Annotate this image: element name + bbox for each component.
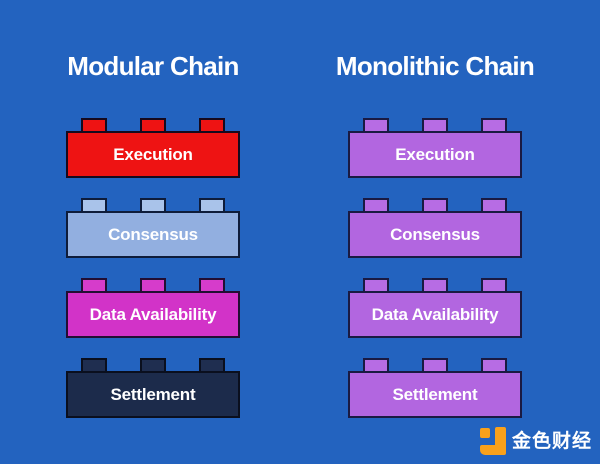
- stud: [140, 198, 166, 211]
- brick-body: Execution: [348, 131, 522, 178]
- brick-label: Data Availability: [89, 304, 217, 324]
- stud: [199, 118, 225, 131]
- stud: [422, 118, 448, 131]
- stud: [81, 198, 107, 211]
- brick-studs: [66, 358, 240, 371]
- stud: [199, 278, 225, 291]
- column-modular: Modular Chain Execution Consensus: [33, 0, 273, 464]
- jinse-brand-text: 金色财经: [511, 430, 592, 452]
- brick-consensus: Consensus: [66, 198, 240, 258]
- stud: [140, 278, 166, 291]
- jinse-watermark: 金色财经: [479, 427, 592, 455]
- brick-studs: [348, 118, 522, 131]
- brick-body: Settlement: [348, 371, 522, 418]
- brick-consensus: Consensus: [348, 198, 522, 258]
- brick-studs: [66, 278, 240, 291]
- brick-label: Consensus: [108, 224, 198, 244]
- stud: [81, 358, 107, 371]
- stud: [363, 278, 389, 291]
- brick-studs: [66, 118, 240, 131]
- stud: [422, 198, 448, 211]
- stud: [81, 118, 107, 131]
- logo-bar-shape: [494, 427, 506, 455]
- stud: [481, 358, 507, 371]
- brick-label: Settlement: [392, 384, 478, 404]
- brick-settlement: Settlement: [348, 358, 522, 418]
- brick-studs: [66, 198, 240, 211]
- logo-foot-shape: [479, 445, 499, 455]
- brick-execution: Execution: [66, 118, 240, 178]
- brick-label: Settlement: [110, 384, 196, 404]
- brick-label: Execution: [113, 144, 193, 164]
- modular-chain-title: Modular Chain: [67, 51, 239, 81]
- stud: [422, 278, 448, 291]
- brick-body: Data Availability: [66, 291, 240, 338]
- stud: [363, 358, 389, 371]
- stud: [481, 198, 507, 211]
- monolithic-chain-title: Monolithic Chain: [335, 51, 535, 81]
- stud: [199, 198, 225, 211]
- brick-studs: [348, 278, 522, 291]
- brick-execution: Execution: [348, 118, 522, 178]
- stud: [481, 278, 507, 291]
- brick-body: Consensus: [348, 211, 522, 258]
- stud: [422, 358, 448, 371]
- brick-studs: [348, 358, 522, 371]
- stud: [363, 118, 389, 131]
- stud: [481, 118, 507, 131]
- jinse-logo-icon: [479, 427, 506, 455]
- stud: [199, 358, 225, 371]
- brick-studs: [348, 198, 522, 211]
- brick-body: Data Availability: [348, 291, 522, 338]
- logo-dot-shape: [479, 428, 490, 438]
- brick-data-availability: Data Availability: [66, 278, 240, 338]
- stud: [363, 198, 389, 211]
- brick-body: Consensus: [66, 211, 240, 258]
- brick-body: Execution: [66, 131, 240, 178]
- brick-body: Settlement: [66, 371, 240, 418]
- stud: [140, 358, 166, 371]
- modular-brick-stack: Execution Consensus Data Availability: [66, 118, 240, 418]
- brick-label: Consensus: [390, 224, 480, 244]
- column-monolithic: Monolithic Chain Execution Consensus: [315, 0, 555, 464]
- brick-label: Execution: [395, 144, 475, 164]
- brick-settlement: Settlement: [66, 358, 240, 418]
- brick-data-availability: Data Availability: [348, 278, 522, 338]
- brick-label: Data Availability: [371, 304, 499, 324]
- stud: [140, 118, 166, 131]
- stud: [81, 278, 107, 291]
- monolithic-brick-stack: Execution Consensus Data Availability: [348, 118, 522, 418]
